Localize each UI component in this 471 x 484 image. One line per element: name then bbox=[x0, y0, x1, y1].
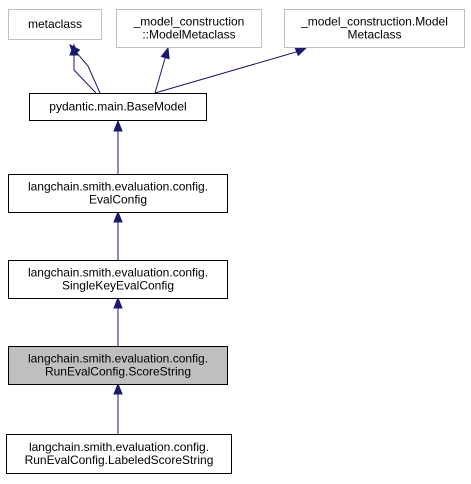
class-name-line: _model_construction bbox=[133, 15, 245, 29]
class-name-line: RunEvalConfig.ScoreString bbox=[45, 365, 191, 379]
class-name-line: langchain.smith.evaluation.config. bbox=[28, 180, 208, 194]
edges-layer bbox=[69, 43, 308, 434]
edge-labeled-to-scorestring bbox=[113, 382, 123, 434]
class-node-model_metaclass_dot[interactable]: _model_construction.ModelMetaclass bbox=[284, 9, 465, 48]
class-box bbox=[29, 93, 207, 121]
class-box bbox=[8, 260, 228, 299]
arrowhead-icon bbox=[113, 296, 123, 309]
edge-singlekey-to-evalconfig bbox=[113, 210, 123, 260]
arrowhead-icon bbox=[160, 46, 170, 60]
nodes-layer: metaclass _model_construction::ModelMetac… bbox=[6, 9, 465, 474]
arrowhead-icon bbox=[113, 382, 123, 395]
arrowhead-icon bbox=[113, 210, 123, 223]
class-box bbox=[8, 174, 228, 213]
edge-basemodel-to-model_metaclass_dot bbox=[154, 47, 308, 94]
class-name-line: langchain.smith.evaluation.config. bbox=[28, 266, 208, 280]
class-name-line: RunEvalConfig.LabeledScoreString bbox=[25, 453, 214, 467]
class-node-labeled[interactable]: langchain.smith.evaluation.config.RunEva… bbox=[6, 434, 232, 474]
class-box bbox=[116, 9, 262, 48]
class-node-singlekey[interactable]: langchain.smith.evaluation.config.Single… bbox=[8, 260, 228, 299]
class-box bbox=[8, 346, 228, 385]
class-name-line: metaclass bbox=[28, 17, 82, 31]
arrowhead-icon bbox=[294, 47, 308, 57]
class-node-evalconfig[interactable]: langchain.smith.evaluation.config.EvalCo… bbox=[8, 174, 228, 213]
class-name-line: EvalConfig bbox=[89, 193, 147, 207]
edge-line bbox=[76, 52, 101, 94]
class-name-line: _model_construction.Model bbox=[300, 15, 448, 29]
class-node-model_metaclass[interactable]: _model_construction::ModelMetaclass bbox=[116, 9, 262, 48]
class-name-line: SingleKeyEvalConfig bbox=[62, 279, 174, 293]
edge-evalconfig-to-basemodel bbox=[113, 119, 123, 174]
edge-basemodel-to-metaclass bbox=[69, 43, 101, 94]
edge-basemodel-to-model_metaclass bbox=[154, 46, 170, 94]
class-name-line: langchain.smith.evaluation.config. bbox=[28, 352, 208, 366]
edge-line bbox=[154, 57, 166, 94]
class-box bbox=[284, 9, 465, 48]
edge-line bbox=[73, 55, 97, 94]
class-box bbox=[8, 9, 102, 40]
class-box bbox=[6, 434, 232, 474]
class-name-line: ::ModelMetaclass bbox=[142, 28, 235, 42]
arrowhead-icon bbox=[113, 119, 123, 132]
class-node-scorestring[interactable]: langchain.smith.evaluation.config.RunEva… bbox=[8, 346, 228, 385]
edge-line bbox=[154, 51, 297, 94]
class-node-metaclass[interactable]: metaclass bbox=[8, 9, 102, 40]
class-name-line: pydantic.main.BaseModel bbox=[49, 100, 186, 114]
class-node-basemodel[interactable]: pydantic.main.BaseModel bbox=[29, 93, 207, 121]
arrowhead-icon bbox=[69, 43, 81, 57]
edge-scorestring-to-singlekey bbox=[113, 296, 123, 346]
class-name-line: Metaclass bbox=[347, 28, 401, 42]
class-name-line: langchain.smith.evaluation.config. bbox=[29, 440, 209, 454]
